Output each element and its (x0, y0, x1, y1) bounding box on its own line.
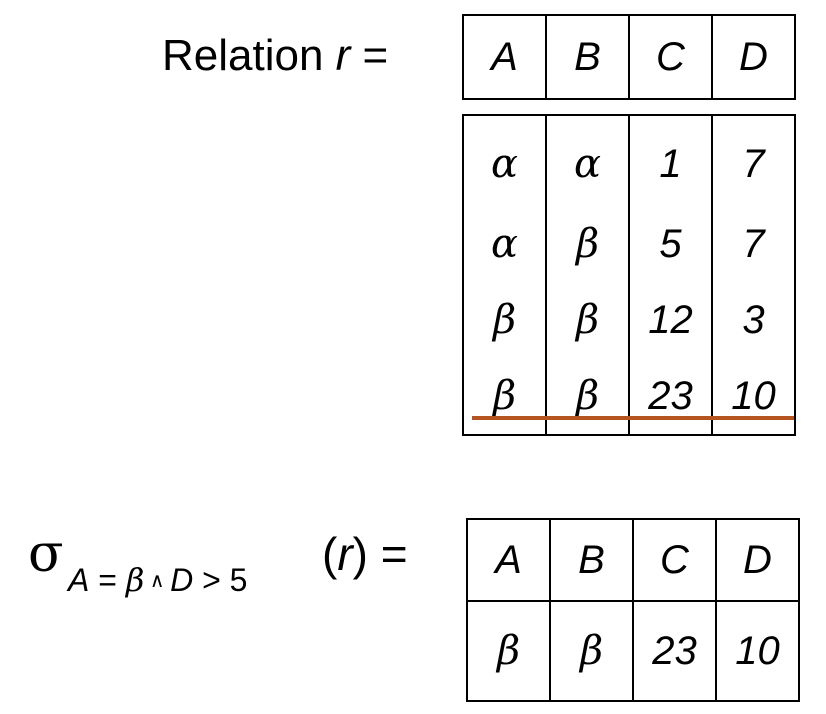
cell: α (545, 114, 630, 206)
table-row: α α 1 7 (462, 114, 796, 206)
predicate-gt: > 5 (193, 562, 248, 598)
cell: 3 (711, 282, 796, 358)
relation-r-col-c: C (628, 14, 713, 100)
arg-var: r (337, 528, 353, 580)
relation-r-body: α α 1 7 α β 5 7 β β 12 3 β β 23 10 (462, 114, 796, 436)
cell: β (545, 282, 630, 358)
result-col-c: C (632, 518, 717, 602)
cell: β (466, 600, 551, 702)
cell: 7 (711, 206, 796, 282)
predicate-and: ∧ (144, 570, 171, 592)
selected-row-underline (472, 416, 794, 420)
selection-result-body: β β 23 10 (466, 600, 800, 702)
cell: α (462, 206, 547, 282)
cell: 23 (628, 358, 713, 436)
table-row: α β 5 7 (462, 206, 796, 282)
sigma-symbol: σ (28, 524, 64, 584)
cell: 7 (711, 114, 796, 206)
predicate-attr-d: D (170, 562, 194, 598)
arg-open: ( (322, 528, 338, 580)
table-row: β β 23 10 (466, 600, 800, 702)
cell: 10 (715, 600, 800, 702)
cell: 12 (628, 282, 713, 358)
predicate-beta: β (125, 561, 145, 599)
result-col-d: D (715, 518, 800, 602)
cell: β (462, 358, 547, 436)
relation-r-col-b: B (545, 14, 630, 100)
table-row: β β 12 3 (462, 282, 796, 358)
cell: 1 (628, 114, 713, 206)
cell: β (549, 600, 634, 702)
relation-label: Relation r = (162, 28, 388, 84)
selection-result-header: A B C D (466, 518, 800, 602)
cell: β (462, 282, 547, 358)
relation-r-col-a: A (462, 14, 547, 100)
relation-r-col-d: D (711, 14, 796, 100)
cell: 5 (628, 206, 713, 282)
result-col-b: B (549, 518, 634, 602)
arg-close: ) = (352, 528, 408, 580)
relation-r-header: A B C D (462, 14, 796, 100)
cell: 10 (711, 358, 796, 436)
relation-var: r (335, 31, 351, 80)
table-row: β β 23 10 (462, 358, 796, 436)
cell: β (545, 358, 630, 436)
relation-suffix: = (350, 31, 389, 80)
predicate-eq: = (89, 562, 126, 598)
relation-prefix: Relation (162, 31, 336, 80)
predicate-attr-a: A (68, 562, 90, 598)
cell: 23 (632, 600, 717, 702)
selection-predicate: A = β ∧ D > 5 (68, 560, 247, 605)
result-col-a: A (466, 518, 551, 602)
cell: β (545, 206, 630, 282)
cell: α (462, 114, 547, 206)
selection-argument: (r) = (322, 526, 408, 582)
